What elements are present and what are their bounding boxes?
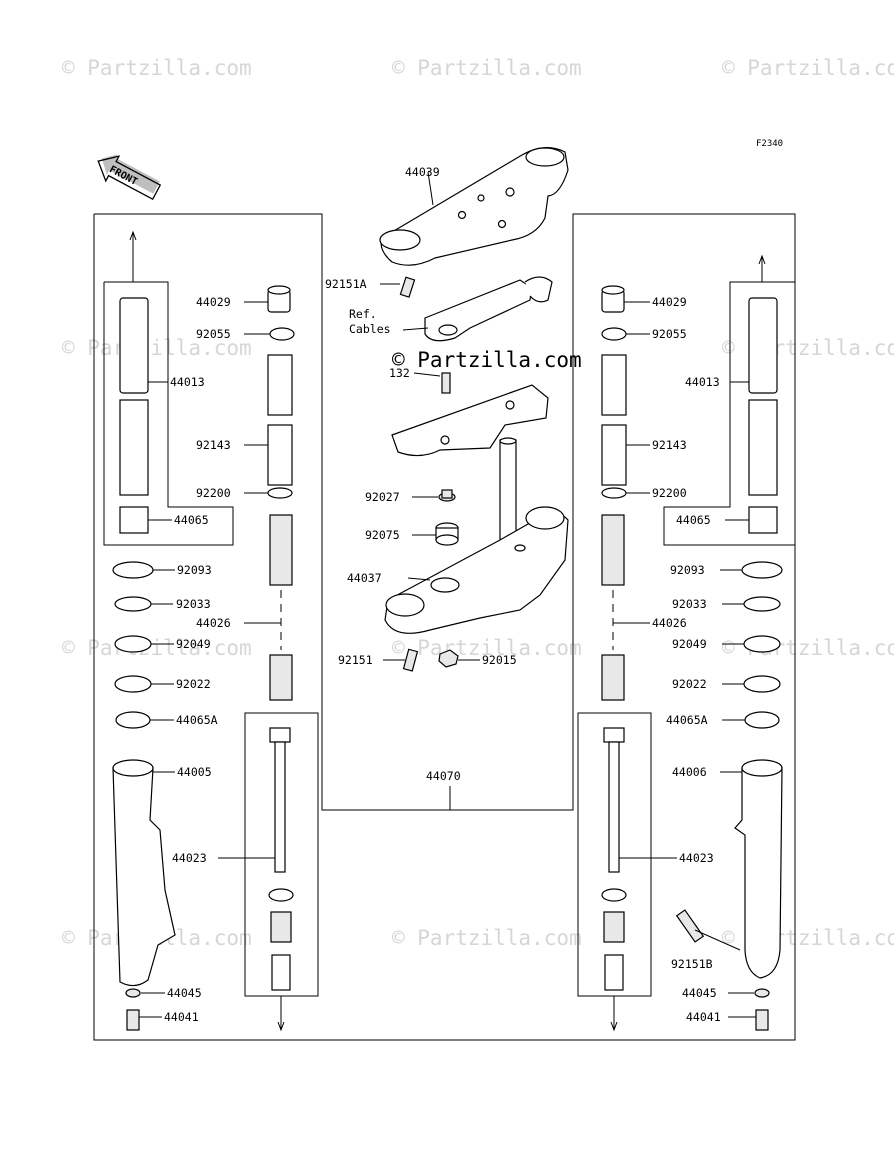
part-label: 92143	[196, 438, 231, 452]
part-label: 92151A	[325, 277, 367, 291]
front-arrow-icon: FRONT	[97, 154, 162, 201]
part-label: 92055	[196, 327, 231, 341]
watermark: © Partzilla.com	[392, 636, 582, 660]
nut-92015-part	[438, 649, 480, 668]
part-label: 92027	[365, 490, 400, 504]
right-fork-parts	[601, 285, 783, 1031]
part-label: 44045	[682, 986, 717, 1000]
reference-note-line1: Ref.	[349, 307, 377, 321]
part-label: 44006	[672, 765, 707, 779]
part-label: 44065	[676, 513, 711, 527]
bushing-92075-part	[412, 522, 459, 546]
lower-bracket-part	[384, 506, 569, 634]
watermark-center: © Partzilla.com	[392, 348, 582, 372]
part-label: 44013	[685, 375, 720, 389]
watermark: © Partzilla.com	[62, 56, 252, 80]
part-label: 44026	[652, 616, 687, 630]
watermark: © Partzilla.com	[722, 336, 894, 360]
part-label: 92033	[176, 597, 211, 611]
part-label: 44041	[164, 1010, 199, 1024]
frame-lines	[93, 213, 796, 1041]
bolt-92151-part	[383, 648, 419, 672]
part-label: 92093	[670, 563, 705, 577]
part-label: 44037	[347, 571, 382, 585]
part-label: 132	[389, 366, 410, 380]
watermark: © Partzilla.com	[392, 56, 582, 80]
part-label: 44045	[167, 986, 202, 1000]
part-label: 92151B	[671, 957, 713, 971]
part-label: 44013	[170, 375, 205, 389]
part-label: 44026	[196, 616, 231, 630]
part-label: 92143	[652, 438, 687, 452]
figure-code: F2340	[756, 139, 783, 149]
left-fork-parts	[112, 285, 295, 1031]
part-label: 92022	[672, 677, 707, 691]
part-label: 92075	[365, 528, 400, 542]
part-labels: 44039 92151A 132 92027 92075 44037 92151…	[164, 165, 721, 1024]
part-label: 44005	[177, 765, 212, 779]
part-label: 92015	[482, 653, 517, 667]
upper-bracket-part	[379, 147, 569, 266]
part-label: 44065	[174, 513, 209, 527]
part-label: 92049	[672, 637, 707, 651]
reference-note-line2: Cables	[349, 322, 391, 336]
cover-plate-part	[391, 372, 549, 457]
watermark: © Partzilla.com	[392, 926, 582, 950]
part-label: 44023	[172, 851, 207, 865]
cable-bracket-part	[402, 276, 553, 342]
part-label: 92200	[196, 486, 231, 500]
part-label: 92033	[672, 597, 707, 611]
watermark: © Partzilla.com	[62, 636, 252, 660]
part-label: 44065A	[666, 713, 708, 727]
part-label: 44029	[652, 295, 687, 309]
part-label: 92055	[652, 327, 687, 341]
watermark: © Partzilla.com	[722, 56, 894, 80]
part-label: 92093	[177, 563, 212, 577]
bolt-92151a-part	[380, 276, 416, 298]
part-label: 44023	[679, 851, 714, 865]
part-label: 44039	[405, 165, 440, 179]
part-label: 92049	[176, 637, 211, 651]
part-label: 44065A	[176, 713, 218, 727]
part-label: 92200	[652, 486, 687, 500]
part-label: 92151	[338, 653, 373, 667]
part-label: 44029	[196, 295, 231, 309]
washer-92027-part	[412, 489, 456, 502]
part-label: 92022	[176, 677, 211, 691]
part-label: 44041	[686, 1010, 721, 1024]
part-label: 44070	[426, 769, 461, 783]
